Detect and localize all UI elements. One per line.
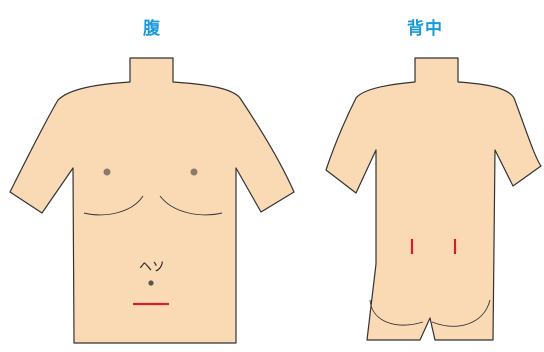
left-nipple bbox=[104, 169, 111, 176]
back-torso-outline bbox=[326, 58, 541, 340]
back-torso bbox=[326, 58, 541, 340]
navel bbox=[148, 280, 153, 285]
front-torso bbox=[10, 58, 294, 343]
front-torso-outline bbox=[10, 58, 294, 343]
navel-label: ヘソ bbox=[139, 256, 165, 275]
right-nipple bbox=[191, 169, 198, 176]
